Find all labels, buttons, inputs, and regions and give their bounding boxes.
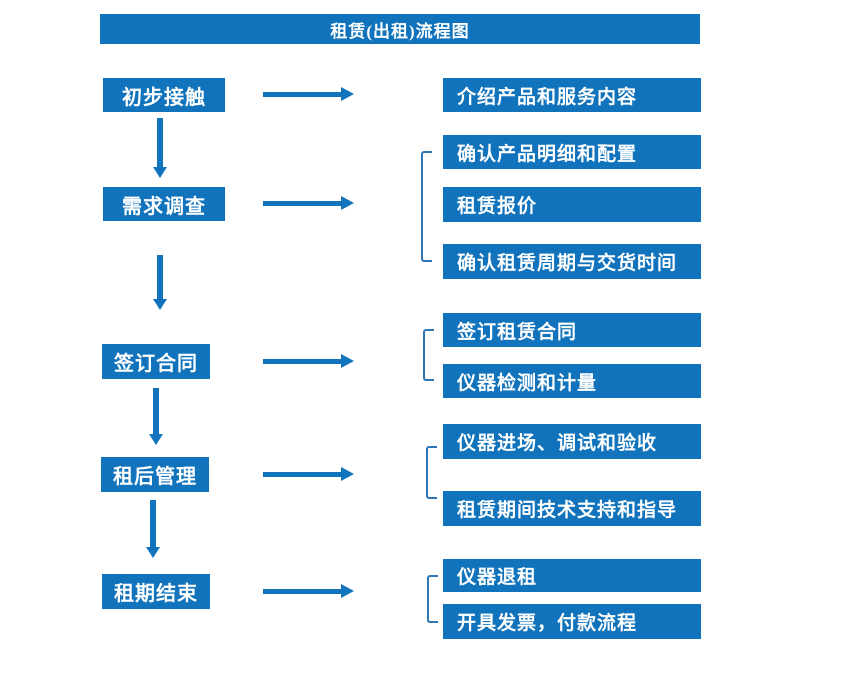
bracket-group-demand-survey bbox=[421, 151, 432, 262]
detail-box-confirm-period-delivery: 确认租赁周期与交货时间 bbox=[443, 244, 701, 279]
down-arrow-2 bbox=[153, 255, 167, 310]
detail-box-sign-rental-contract: 签订租赁合同 bbox=[443, 313, 701, 347]
down-arrow-3 bbox=[149, 388, 163, 445]
detail-box-confirm-product-config: 确认产品明细和配置 bbox=[443, 135, 701, 169]
detail-box-instrument-return: 仪器退租 bbox=[443, 559, 701, 592]
detail-box-rental-quote: 租赁报价 bbox=[443, 187, 701, 222]
bracket-group-sign-contract bbox=[423, 329, 434, 381]
step-box-post-rental-management: 租后管理 bbox=[101, 457, 209, 492]
down-arrow-4 bbox=[146, 500, 160, 558]
right-arrow-2 bbox=[263, 196, 354, 210]
detail-box-tech-support: 租赁期间技术支持和指导 bbox=[443, 491, 701, 526]
step-box-lease-end: 租期结束 bbox=[102, 574, 210, 609]
step-box-initial-contact: 初步接触 bbox=[103, 78, 225, 112]
diagram-title-bar: 租赁(出租)流程图 bbox=[100, 14, 700, 44]
detail-box-invoice-payment: 开具发票，付款流程 bbox=[443, 604, 701, 639]
bracket-group-lease-end bbox=[427, 575, 438, 623]
step-box-sign-contract: 签订合同 bbox=[102, 344, 210, 379]
right-arrow-4 bbox=[263, 467, 354, 481]
right-arrow-5 bbox=[263, 584, 354, 598]
right-arrow-3 bbox=[263, 354, 354, 368]
detail-box-instrument-setup-acceptance: 仪器进场、调试和验收 bbox=[443, 424, 701, 459]
bracket-group-post-rental bbox=[426, 446, 437, 499]
detail-box-instrument-testing: 仪器检测和计量 bbox=[443, 364, 701, 398]
step-box-demand-survey: 需求调查 bbox=[103, 187, 225, 221]
down-arrow-1 bbox=[153, 118, 167, 178]
detail-box-introduce-products: 介绍产品和服务内容 bbox=[443, 78, 701, 112]
right-arrow-1 bbox=[263, 87, 354, 101]
diagram-title: 租赁(出租)流程图 bbox=[330, 21, 470, 41]
